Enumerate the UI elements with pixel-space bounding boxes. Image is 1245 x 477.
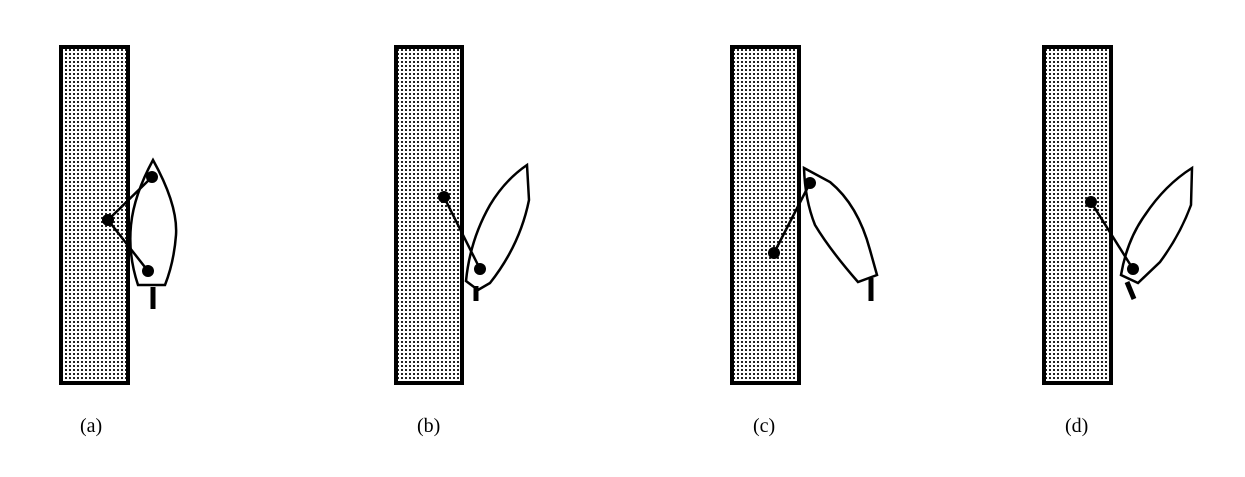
panel-label: (d) bbox=[1065, 415, 1088, 437]
panel-b: (b) bbox=[394, 45, 531, 437]
tether bbox=[772, 182, 812, 254]
panel-label: (c) bbox=[753, 415, 775, 437]
wall bbox=[59, 45, 130, 385]
tether bbox=[107, 176, 153, 221]
attach-point bbox=[142, 265, 154, 277]
boat-hull bbox=[1119, 165, 1194, 285]
panel-label: (b) bbox=[417, 415, 440, 437]
panel-d: (d) bbox=[1042, 45, 1194, 437]
tether bbox=[107, 219, 149, 272]
wall bbox=[1042, 45, 1113, 385]
wall bbox=[394, 45, 464, 385]
anchor-point bbox=[438, 191, 450, 203]
attach-point bbox=[804, 177, 816, 189]
boat-hull bbox=[802, 165, 879, 284]
panel-a: (a) bbox=[59, 45, 178, 437]
attach-point bbox=[474, 263, 486, 275]
panel-c: (c) bbox=[730, 45, 879, 437]
rudder bbox=[1124, 281, 1137, 300]
anchor-point bbox=[1085, 196, 1097, 208]
tether bbox=[442, 196, 482, 270]
tether bbox=[1089, 201, 1135, 270]
boat-hull bbox=[129, 157, 178, 287]
anchor-point bbox=[102, 214, 114, 226]
anchor-point bbox=[768, 247, 780, 259]
attach-point bbox=[146, 171, 158, 183]
boat-hull bbox=[464, 162, 531, 292]
panel-label: (a) bbox=[80, 415, 102, 437]
wall bbox=[730, 45, 801, 385]
attach-point bbox=[1127, 263, 1139, 275]
